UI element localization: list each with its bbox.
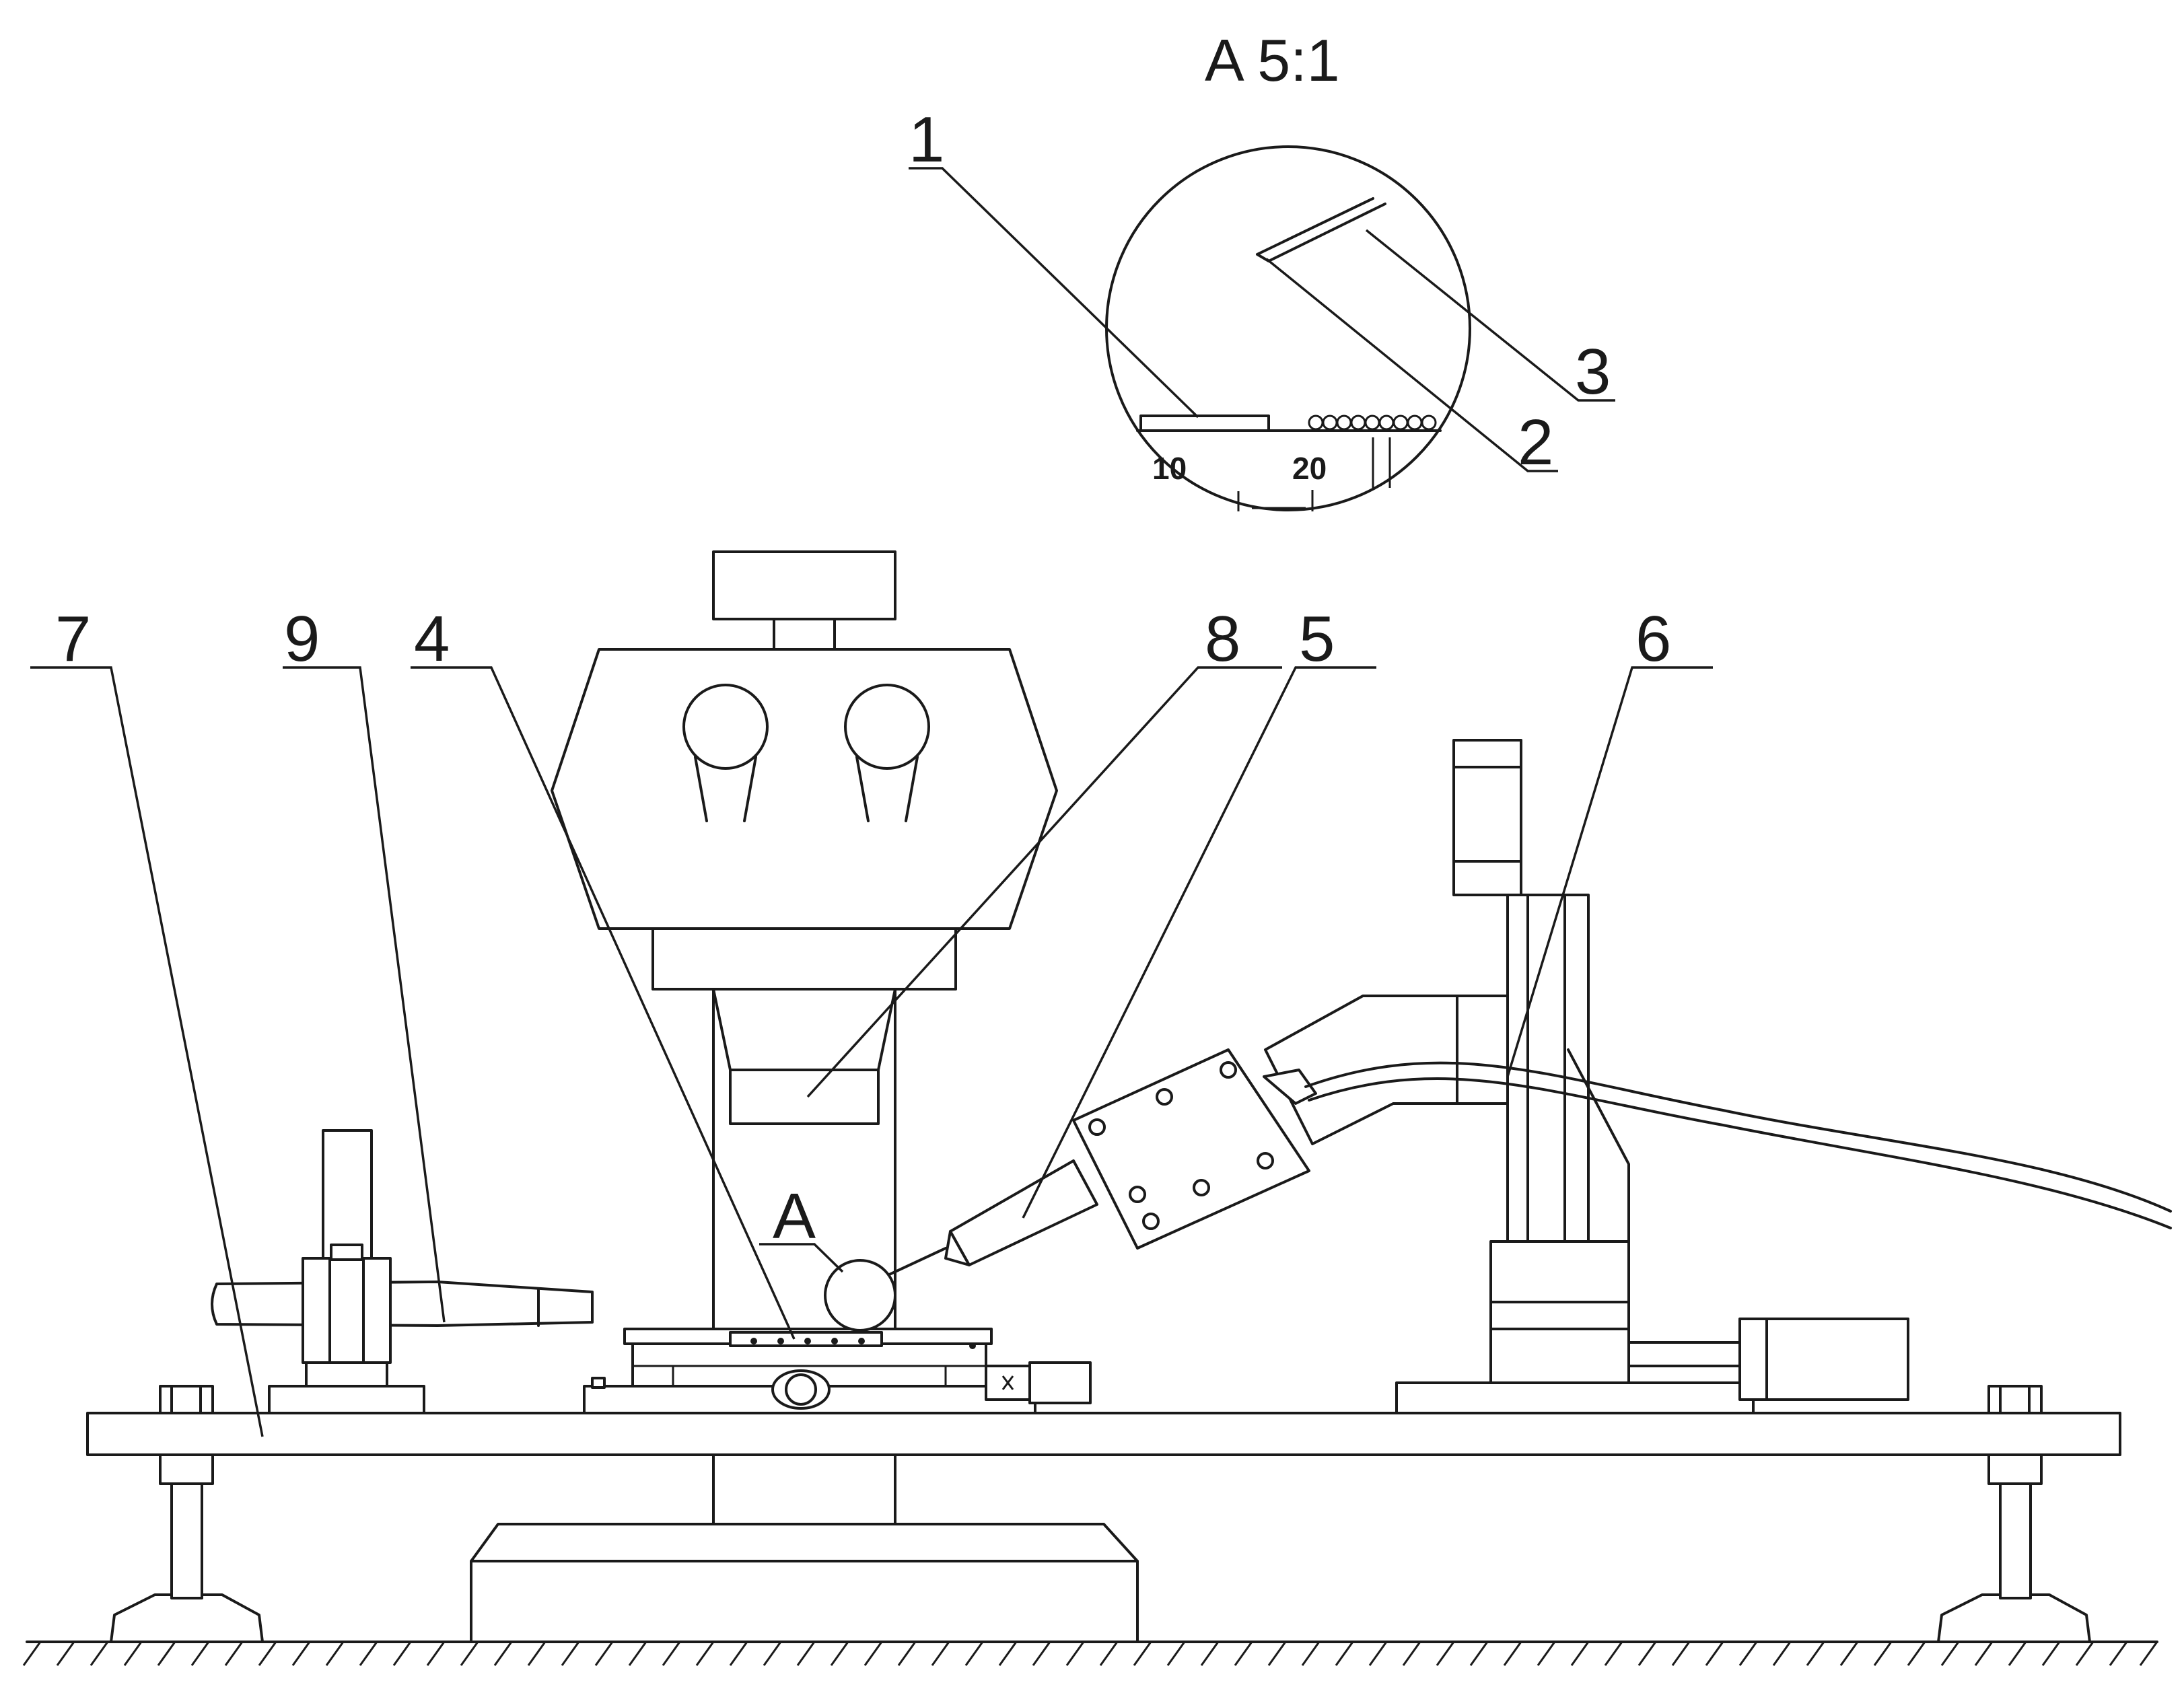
pillar-lower (712, 1452, 896, 1525)
callout-1: 1 (909, 104, 944, 176)
robot-base-plate (1395, 1381, 1755, 1414)
detail-needle (1256, 197, 1386, 262)
leader-2 (1265, 258, 1558, 472)
clamp-tapered-body (211, 1281, 594, 1327)
injector-body (949, 1159, 1098, 1266)
wrist-bolts (1088, 1061, 1274, 1230)
robot-column-motor (1452, 739, 1522, 896)
microscope-head (551, 648, 1058, 930)
callout-8: 8 (1205, 603, 1240, 675)
stage-micrometer (1028, 1361, 1092, 1404)
leader-a (759, 1243, 844, 1273)
callout-7: 7 (55, 603, 91, 675)
detail-specimen (1139, 415, 1270, 432)
robot-cable-lower (1308, 1077, 2172, 1229)
robot-cable-upper (1304, 1061, 2172, 1213)
detail-title: A 5:1 (1205, 27, 1340, 94)
robot-rotary-base (1489, 1240, 1630, 1384)
base-block (470, 1523, 1139, 1643)
robot-column (1506, 894, 1590, 1243)
specimen-clamp (211, 1129, 594, 1414)
clamp-base (268, 1385, 425, 1414)
callout-2: 2 (1518, 406, 1553, 478)
ground (22, 1641, 2158, 1666)
base-plate (86, 1412, 2121, 1456)
robot-arm (824, 739, 2172, 1414)
detail-ruler-ticks (1237, 437, 1391, 511)
leveling-foot-left (110, 1385, 264, 1643)
microscope (551, 550, 1058, 1414)
detail-scale-10: 10 (1152, 451, 1187, 486)
callout-5: 5 (1299, 603, 1335, 675)
leader-7 (30, 666, 264, 1437)
detail-beads (1308, 415, 1437, 431)
leader-5 (1022, 666, 1376, 1219)
leader-3 (1365, 229, 1615, 402)
xy-stage (583, 1328, 1092, 1414)
objective-lens (729, 1069, 880, 1125)
robot-upper-arm (1264, 995, 1509, 1145)
eyepiece-right (844, 684, 930, 770)
microscope-base (470, 1452, 1139, 1643)
eyepiece-left (682, 684, 769, 770)
leader-8 (806, 666, 1282, 1098)
callout-leaders (30, 666, 1713, 1437)
clamp-post (322, 1129, 373, 1266)
detail-scale-20: 20 (1292, 451, 1327, 486)
callout-a: A (773, 1180, 816, 1252)
callout-4: 4 (414, 603, 450, 675)
leveling-foot-right (1937, 1385, 2091, 1643)
detail-view-a: A 5:1 10 20 1 2 3 (909, 27, 1615, 511)
leader-9 (283, 666, 446, 1323)
eyepieces (682, 684, 930, 822)
focus-knob (712, 550, 896, 620)
callout-3: 3 (1575, 336, 1611, 408)
callout-6: 6 (1635, 603, 1671, 675)
robot-side-motor (1738, 1318, 1909, 1401)
callout-9: 9 (284, 603, 320, 675)
leader-4 (411, 666, 796, 1340)
leader-1 (909, 167, 1199, 419)
head-neck (651, 927, 957, 990)
leader-6 (1506, 666, 1713, 1077)
ground-hatching (22, 1641, 2158, 1666)
callout-numbers: 7 9 4 8 5 6 A (55, 603, 1671, 1252)
view-a-marker (824, 1259, 896, 1332)
